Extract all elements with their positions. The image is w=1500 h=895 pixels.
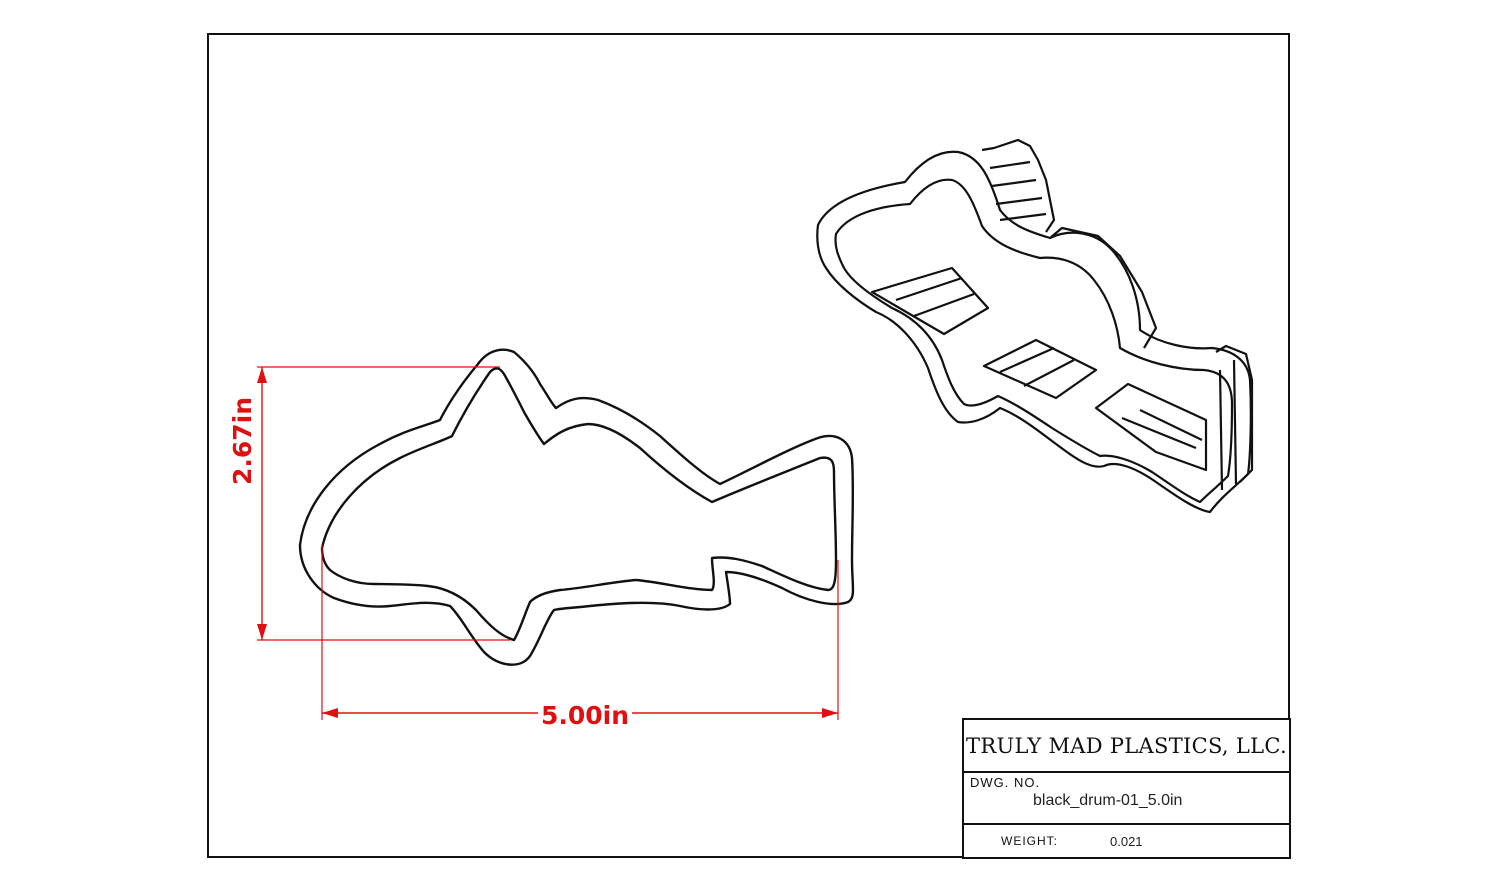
height-dimension-label: 2.67in: [228, 393, 257, 488]
drawing-number-row: DWG. NO. black_drum-01_5.0in: [964, 773, 1289, 825]
company-name: TRULY MAD PLASTICS, LLC.: [966, 733, 1287, 758]
width-dimension-label: 5.00in: [538, 703, 633, 728]
drawing-sheet-border: [207, 33, 1290, 858]
weight-label: WEIGHT:: [1001, 834, 1058, 848]
drawing-number-value: black_drum-01_5.0in: [1033, 792, 1183, 809]
title-block: TRULY MAD PLASTICS, LLC. DWG. NO. black_…: [962, 718, 1291, 859]
drawing-number-label: DWG. NO.: [970, 775, 1041, 790]
weight-value: 0.021: [1110, 834, 1143, 849]
width-dimension: [321, 545, 839, 720]
height-dimension: [257, 366, 510, 641]
weight-row: WEIGHT: 0.021: [964, 825, 1289, 859]
fish-outline-outer: [298, 348, 855, 666]
isometric-cutter-view: [816, 138, 1254, 514]
company-row: TRULY MAD PLASTICS, LLC.: [964, 720, 1289, 773]
fish-outline-inner: [320, 367, 838, 642]
